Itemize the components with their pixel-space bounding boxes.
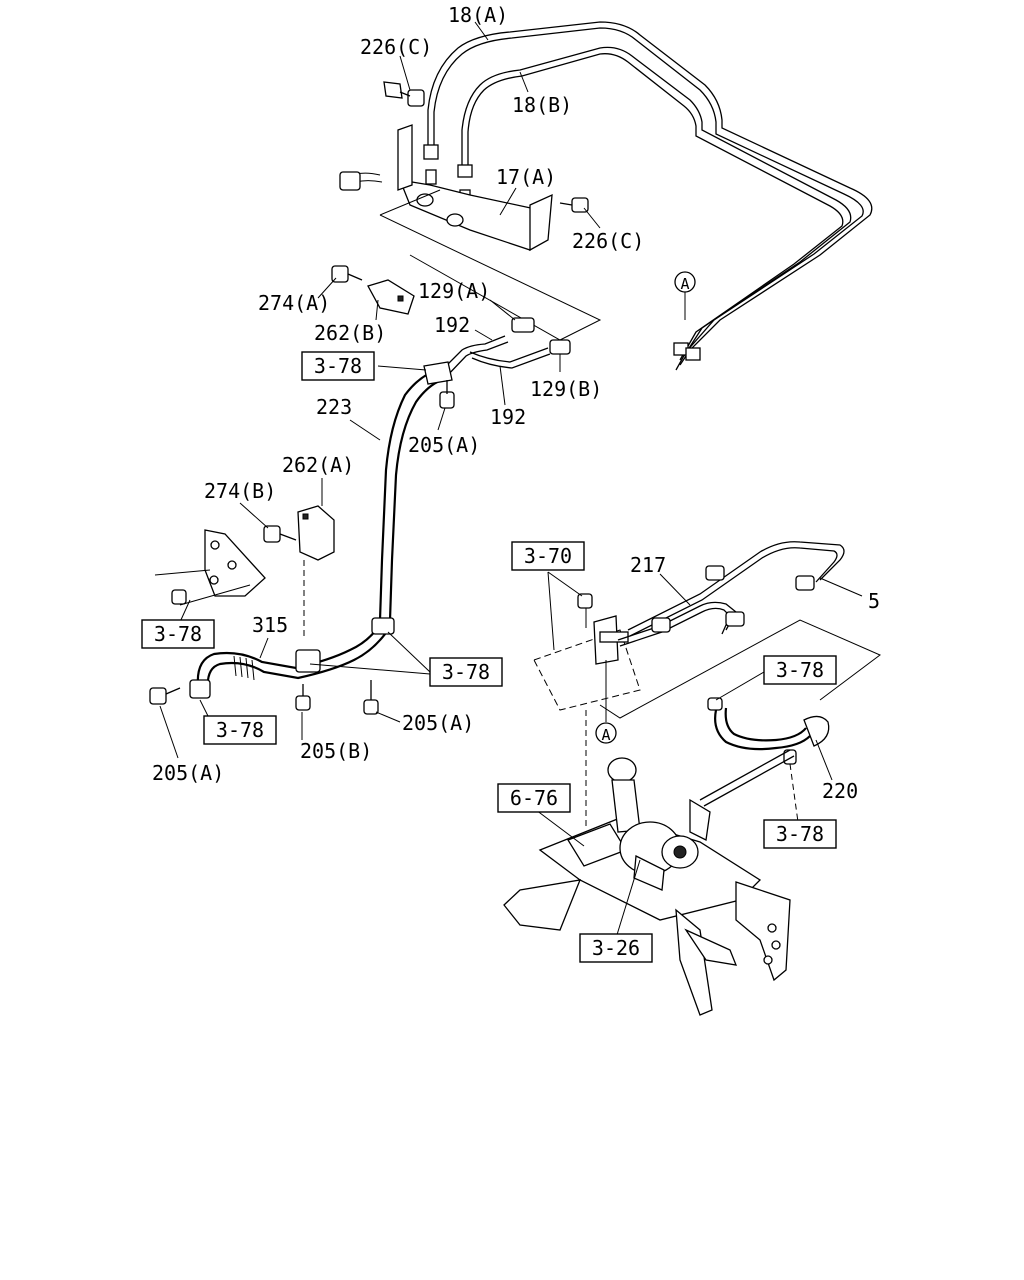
- bolt-274a: [331, 265, 363, 283]
- bolt-274b: [263, 525, 297, 543]
- fitting-129a: [511, 317, 535, 333]
- ref-3-78-mid: 3-78: [314, 354, 362, 378]
- callout-205a-left: 205(A): [152, 761, 224, 785]
- bracket-17a: [339, 124, 553, 252]
- ref-box-3-26: 3-26: [579, 933, 653, 963]
- ref-3-70: 3-70: [524, 544, 572, 568]
- ref-3-78-left: 3-78: [154, 622, 202, 646]
- callout-262a: 262(A): [282, 453, 354, 477]
- callout-17a: 17(A): [496, 165, 556, 189]
- marker-a-top-label: A: [680, 275, 689, 293]
- callout-220: 220: [822, 779, 858, 803]
- ref-box-3-78-hose: 3-78: [429, 657, 503, 687]
- pipe-18a: [427, 21, 873, 371]
- pipe-18b: [461, 46, 852, 361]
- pipe-192: [439, 335, 551, 379]
- hose-315: [189, 617, 395, 699]
- callout-129b: 129(B): [530, 377, 602, 401]
- ref-box-3-78-bottom: 3-78: [203, 715, 277, 745]
- callout-274a: 274(A): [258, 291, 330, 315]
- ref-6-76: 6-76: [510, 786, 558, 810]
- right-assembly-outline: [599, 619, 881, 719]
- leader-lines: [159, 21, 863, 939]
- callout-192-bottom: 192: [490, 405, 526, 429]
- hose-220: [707, 697, 830, 823]
- bolt-226c-top: [383, 81, 425, 107]
- ref-3-78-right-top: 3-78: [776, 658, 824, 682]
- bolt-205b: [295, 684, 311, 711]
- ref-3-78-right-bottom: 3-78: [776, 822, 824, 846]
- fitting-129b: [549, 339, 571, 372]
- callout-205a-right: 205(A): [402, 711, 474, 735]
- marker-a-bottom: A: [595, 660, 617, 744]
- callout-205b: 205(B): [300, 739, 372, 763]
- ref-box-3-70: 3-70: [511, 541, 585, 571]
- callout-18a: 18(A): [448, 3, 508, 27]
- callout-5: 5: [868, 589, 880, 613]
- bracket-left: [154, 529, 266, 606]
- ref-3-26: 3-26: [592, 936, 640, 960]
- bolt-205a-right: [363, 680, 379, 715]
- callout-205a-mid: 205(A): [408, 433, 480, 457]
- bolt-205a-left: [149, 687, 181, 705]
- ref-box-3-78-right-top: 3-78: [763, 655, 837, 685]
- shift-lever-pump: [607, 749, 795, 891]
- top-assembly-outline: [379, 189, 602, 341]
- ref-3-78-hose: 3-78: [442, 660, 490, 684]
- hose-223: [378, 361, 453, 621]
- ref-box-3-78-mid: 3-78: [301, 351, 375, 381]
- callout-223: 223: [316, 395, 352, 419]
- marker-a-bottom-label: A: [601, 726, 610, 744]
- callout-226c-top: 226(C): [360, 35, 432, 59]
- callout-274b: 274(B): [204, 479, 276, 503]
- ref-box-6-76: 6-76: [497, 783, 571, 813]
- bolt-205a-mid: [437, 380, 455, 431]
- clip-262a: [297, 505, 335, 561]
- callout-129a: 129(A): [418, 279, 490, 303]
- bracket-3-70-plate: [533, 593, 641, 711]
- ref-3-78-bottom: 3-78: [216, 718, 264, 742]
- marker-a-top: A: [674, 271, 696, 320]
- clip-262b: [367, 279, 415, 315]
- callout-217: 217: [630, 553, 666, 577]
- ref-box-3-78-right-bottom: 3-78: [763, 819, 837, 849]
- callout-192-top: 192: [434, 313, 470, 337]
- callout-226c-right: 226(C): [572, 229, 644, 253]
- ref-box-3-78-left: 3-78: [141, 619, 215, 649]
- pipe-217: [617, 541, 845, 647]
- callout-262b: 262(B): [314, 321, 386, 345]
- bolt-226c-right: [559, 197, 589, 213]
- callout-315: 315: [252, 613, 288, 637]
- callout-18b: 18(B): [512, 93, 572, 117]
